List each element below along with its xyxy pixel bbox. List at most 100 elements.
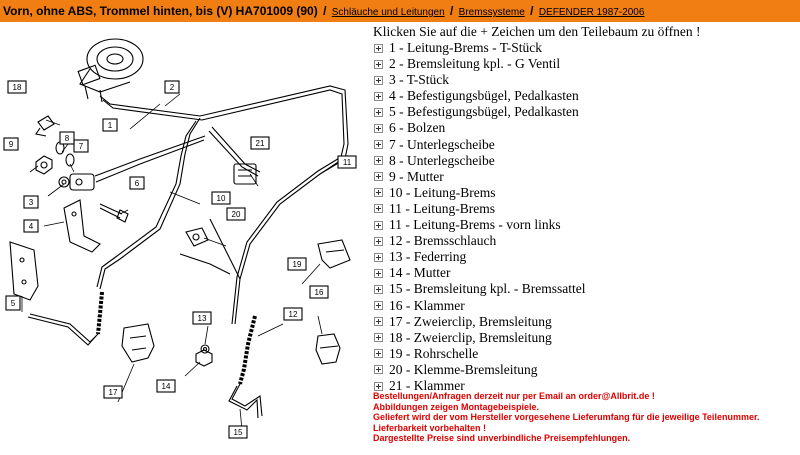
expand-plus-icon[interactable]	[374, 220, 383, 230]
expand-plus-icon[interactable]	[374, 236, 383, 246]
tee-3-drawing	[58, 173, 95, 191]
expand-plus-icon[interactable]	[374, 381, 383, 391]
svg-text:15: 15	[234, 428, 243, 437]
expand-plus-icon[interactable]	[374, 172, 383, 182]
list-item[interactable]: 20 - Klemme-Bremsleitung	[373, 362, 798, 378]
part-label: 11 - Leitung-Brems	[389, 200, 495, 216]
brake-pipe-17	[27, 313, 99, 346]
callout-2: 2	[164, 80, 180, 94]
svg-text:9: 9	[9, 140, 14, 149]
expand-plus-icon[interactable]	[374, 317, 383, 327]
nut-9-drawing	[35, 155, 53, 175]
part-label: 9 - Mutter	[389, 168, 444, 184]
expand-plus-icon[interactable]	[374, 124, 383, 134]
list-item[interactable]: 14 - Mutter	[373, 265, 798, 281]
list-item[interactable]: 5 - Befestigungsbügel, Pedalkasten	[373, 104, 798, 120]
list-item[interactable]: 15 - Bremsleitung kpl. - Bremssattel	[373, 281, 798, 297]
list-item[interactable]: 12 - Bremsschlauch	[373, 233, 798, 249]
callout-5: 5	[5, 295, 21, 311]
svg-text:5: 5	[11, 299, 16, 308]
callout-12: 12	[283, 307, 303, 321]
notice-line: Abbildungen zeigen Montagebeispiele.	[373, 401, 540, 412]
expand-plus-icon[interactable]	[374, 284, 383, 294]
list-item[interactable]: 11 - Leitung-Brems - vorn links	[373, 217, 798, 233]
expand-plus-icon[interactable]	[374, 349, 383, 359]
callout-10: 10	[211, 191, 231, 205]
expand-plus-icon[interactable]	[374, 91, 383, 101]
notice-line: Bestellungen/Anfragen derzeit nur per Em…	[373, 391, 655, 401]
list-item[interactable]: 17 - Zweierclip, Bremsleitung	[373, 314, 798, 330]
expand-plus-icon[interactable]	[374, 140, 383, 150]
svg-text:14: 14	[162, 382, 171, 391]
part-label: 5 - Befestigungsbügel, Pedalkasten	[389, 104, 579, 120]
parts-diagram: 1 2 3 4 5 6 7 8 9 10 11 12 13 14 15 16 1…	[3, 38, 357, 439]
parts-intro: Klicken Sie auf die + Zeichen um den Tei…	[373, 24, 701, 39]
svg-text:10: 10	[217, 194, 226, 203]
callout-4: 4	[23, 219, 39, 233]
clip-20-drawing	[185, 227, 209, 247]
expand-plus-icon[interactable]	[374, 156, 383, 166]
callout-1: 1	[102, 118, 118, 132]
list-item[interactable]: 21 - Klammer	[373, 378, 798, 394]
nut-14-drawing	[195, 349, 213, 367]
list-item[interactable]: 13 - Federring	[373, 249, 798, 265]
parts-tree: 1 - Leitung-Brems - T-Stück 2 - Bremslei…	[373, 40, 798, 394]
brake-hose-12	[238, 315, 257, 385]
svg-text:13: 13	[198, 314, 207, 323]
part-label: 17 - Zweierclip, Bremsleitung	[389, 313, 552, 329]
part-label: 4 - Befestigungsbügel, Pedalkasten	[389, 88, 579, 104]
part-label: 3 - T-Stück	[389, 72, 450, 88]
breadcrumb-defender[interactable]: DEFENDER 1987-2006	[538, 7, 645, 18]
svg-text:18: 18	[13, 83, 22, 92]
svg-text:6: 6	[135, 179, 140, 188]
part-label: 13 - Federring	[389, 249, 467, 265]
expand-plus-icon[interactable]	[374, 252, 383, 262]
expand-plus-icon[interactable]	[374, 107, 383, 117]
list-item[interactable]: 1 - Leitung-Brems - T-Stück	[373, 40, 798, 56]
list-item[interactable]: 6 - Bolzen	[373, 120, 798, 136]
expand-plus-icon[interactable]	[374, 365, 383, 375]
list-item[interactable]: 19 - Rohrschelle	[373, 346, 798, 362]
part-label: 1 - Leitung-Brems - T-Stück	[389, 40, 542, 55]
brake-pipe-left	[99, 117, 201, 290]
list-item[interactable]: 18 - Zweierclip, Bremsleitung	[373, 330, 798, 346]
expand-plus-icon[interactable]	[374, 75, 383, 85]
list-item[interactable]: 10 - Leitung-Brems	[373, 185, 798, 201]
bracket-5-drawing	[9, 241, 39, 301]
expand-plus-icon[interactable]	[374, 43, 383, 53]
svg-text:2: 2	[170, 83, 175, 92]
callout-6: 6	[129, 176, 145, 190]
expand-plus-icon[interactable]	[374, 188, 383, 198]
part-label: 19 - Rohrschelle	[389, 345, 479, 361]
expand-plus-icon[interactable]	[374, 204, 383, 214]
washer-drawing	[55, 141, 75, 167]
expand-plus-icon[interactable]	[374, 59, 383, 69]
breadcrumb-bremssysteme[interactable]: Bremssysteme	[458, 7, 525, 18]
notice-line: Lieferbarkeit vorbehalten !	[373, 422, 487, 433]
callout-13: 13	[192, 311, 212, 325]
expand-plus-icon[interactable]	[374, 333, 383, 343]
brake-pipe-left-2	[96, 120, 197, 288]
breadcrumb-separator: /	[449, 4, 454, 18]
expand-plus-icon[interactable]	[374, 301, 383, 311]
list-item[interactable]: 3 - T-Stück	[373, 72, 798, 88]
list-item[interactable]: 16 - Klammer	[373, 298, 798, 314]
list-item[interactable]: 11 - Leitung-Brems	[373, 201, 798, 217]
part-label: 7 - Unterlegscheibe	[389, 136, 495, 152]
list-item[interactable]: 9 - Mutter	[373, 169, 798, 185]
part-label: 8 - Unterlegscheibe	[389, 152, 495, 168]
callout-8: 8	[59, 131, 75, 145]
svg-text:19: 19	[293, 260, 302, 269]
breadcrumb-schlaeuche[interactable]: Schläuche und Leitungen	[331, 7, 445, 18]
callout-17: 17	[103, 385, 123, 399]
part-label: 16 - Klammer	[389, 297, 465, 313]
part-label: 12 - Bremsschlauch	[389, 233, 497, 249]
list-item[interactable]: 7 - Unterlegscheibe	[373, 137, 798, 153]
list-item[interactable]: 8 - Unterlegscheibe	[373, 153, 798, 169]
clip-21-drawing	[233, 163, 257, 185]
brake-pipe-lower	[179, 218, 241, 280]
list-item[interactable]: 4 - Befestigungsbügel, Pedalkasten	[373, 88, 798, 104]
svg-text:11: 11	[343, 158, 352, 167]
expand-plus-icon[interactable]	[374, 268, 383, 278]
list-item[interactable]: 2 - Bremsleitung kpl. - G Ventil	[373, 56, 798, 72]
